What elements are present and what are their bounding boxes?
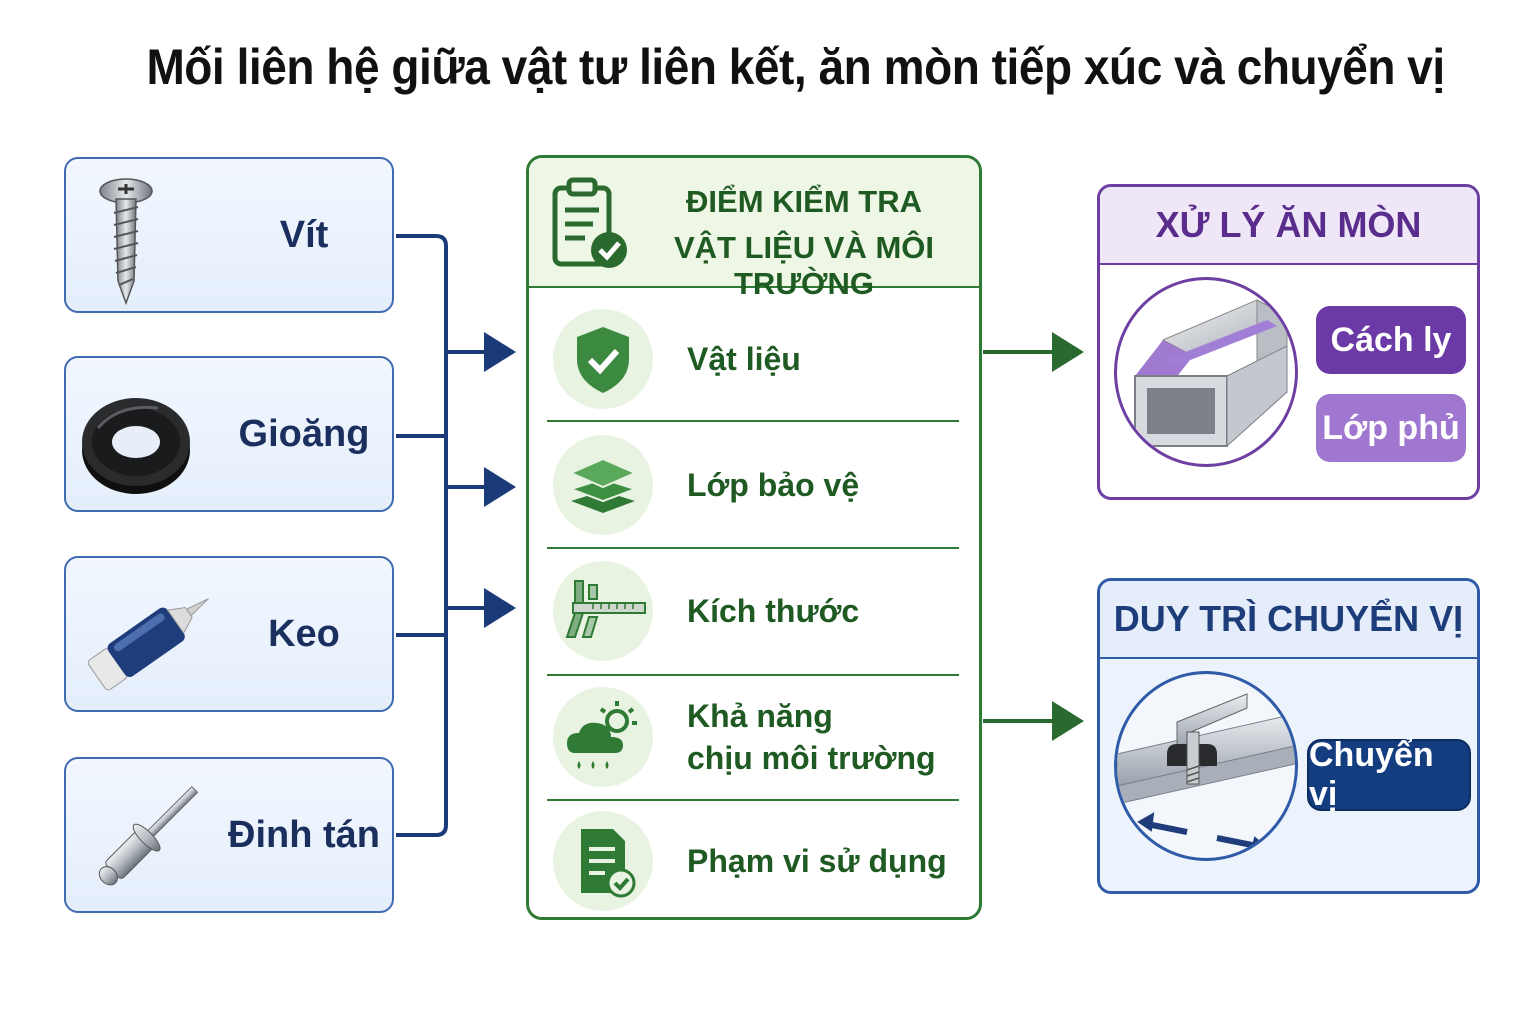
diagram-title: Mối liên hệ giữa vật tư liên kết, ăn mòn… xyxy=(146,39,1445,95)
check-item-label: Lớp bảo vệ xyxy=(687,467,860,503)
check-item-dimensions: Kích thước xyxy=(547,548,959,674)
check-item-label-line2: chịu môi trường xyxy=(687,740,936,776)
checkpoint-title-line2: VẬT LIỆU VÀ MÔI TRƯỜNG xyxy=(673,230,935,301)
check-item-label-line1: Khả năng xyxy=(687,698,833,734)
isolation-button[interactable]: Cách ly xyxy=(1316,306,1466,374)
checkpoint-header: ĐIỂM KIỂM TRA VẬT LIỆU VÀ MÔI TRƯỜNG xyxy=(529,158,979,301)
clipboard-check-icon xyxy=(549,176,631,272)
coating-button[interactable]: Lớp phủ xyxy=(1316,394,1466,462)
fastener-label: Keo xyxy=(268,612,340,655)
insulated-profile-illustration xyxy=(1114,277,1298,467)
check-item-label: Phạm vi sử dụng xyxy=(687,843,947,879)
gasket-icon xyxy=(78,368,218,504)
fastener-label: Đinh tán xyxy=(228,813,380,856)
sliding-clamp-illustration xyxy=(1114,671,1298,861)
corrosion-panel-title: XỬ LÝ ĂN MÒN xyxy=(1100,187,1477,265)
document-check-icon xyxy=(553,811,653,911)
check-item-material: Vật liệu xyxy=(547,296,959,422)
check-item-protective-layer: Lớp bảo vệ xyxy=(547,422,959,548)
weather-icon xyxy=(553,687,653,787)
fastener-card-screw: Vít xyxy=(64,157,394,313)
check-item-label: Vật liệu xyxy=(687,341,801,377)
check-item-label: Kích thước xyxy=(687,593,860,629)
row-divider xyxy=(547,674,959,676)
sealant-tube-icon xyxy=(78,568,218,704)
shield-check-icon xyxy=(553,309,653,409)
movement-panel-title: DUY TRÌ CHUYỂN VỊ xyxy=(1100,581,1477,659)
corrosion-treatment-panel: XỬ LÝ ĂN MÒN Cách ly Lớp phủ xyxy=(1097,184,1480,500)
caliper-icon xyxy=(553,561,653,661)
check-item-scope-of-use: Phạm vi sử dụng xyxy=(547,798,959,924)
movement-button[interactable]: Chuyển vị xyxy=(1307,736,1471,813)
checkpoint-panel: ĐIỂM KIỂM TRA VẬT LIỆU VÀ MÔI TRƯỜNG Vật… xyxy=(526,155,982,920)
fastener-card-gasket: Gioăng xyxy=(64,356,394,512)
fastener-card-rivet: Đinh tán xyxy=(64,757,394,913)
rivet-icon xyxy=(78,769,218,905)
fastener-label: Vít xyxy=(279,213,329,256)
row-divider xyxy=(547,547,959,549)
check-item-label: Khả năng chịu môi trường xyxy=(687,674,936,800)
movement-panel: DUY TRÌ CHUYỂN VỊ Chuyển vị xyxy=(1097,578,1480,894)
checkpoint-title-line1: ĐIỂM KIỂM TRA xyxy=(686,184,922,219)
check-item-environment-resistance: Khả năng chịu môi trường xyxy=(547,674,959,800)
row-divider xyxy=(547,799,959,801)
fastener-label: Gioăng xyxy=(238,412,370,455)
fastener-card-sealant: Keo xyxy=(64,556,394,712)
layers-icon xyxy=(553,435,653,535)
row-divider xyxy=(547,420,959,422)
screw-icon xyxy=(78,169,218,306)
